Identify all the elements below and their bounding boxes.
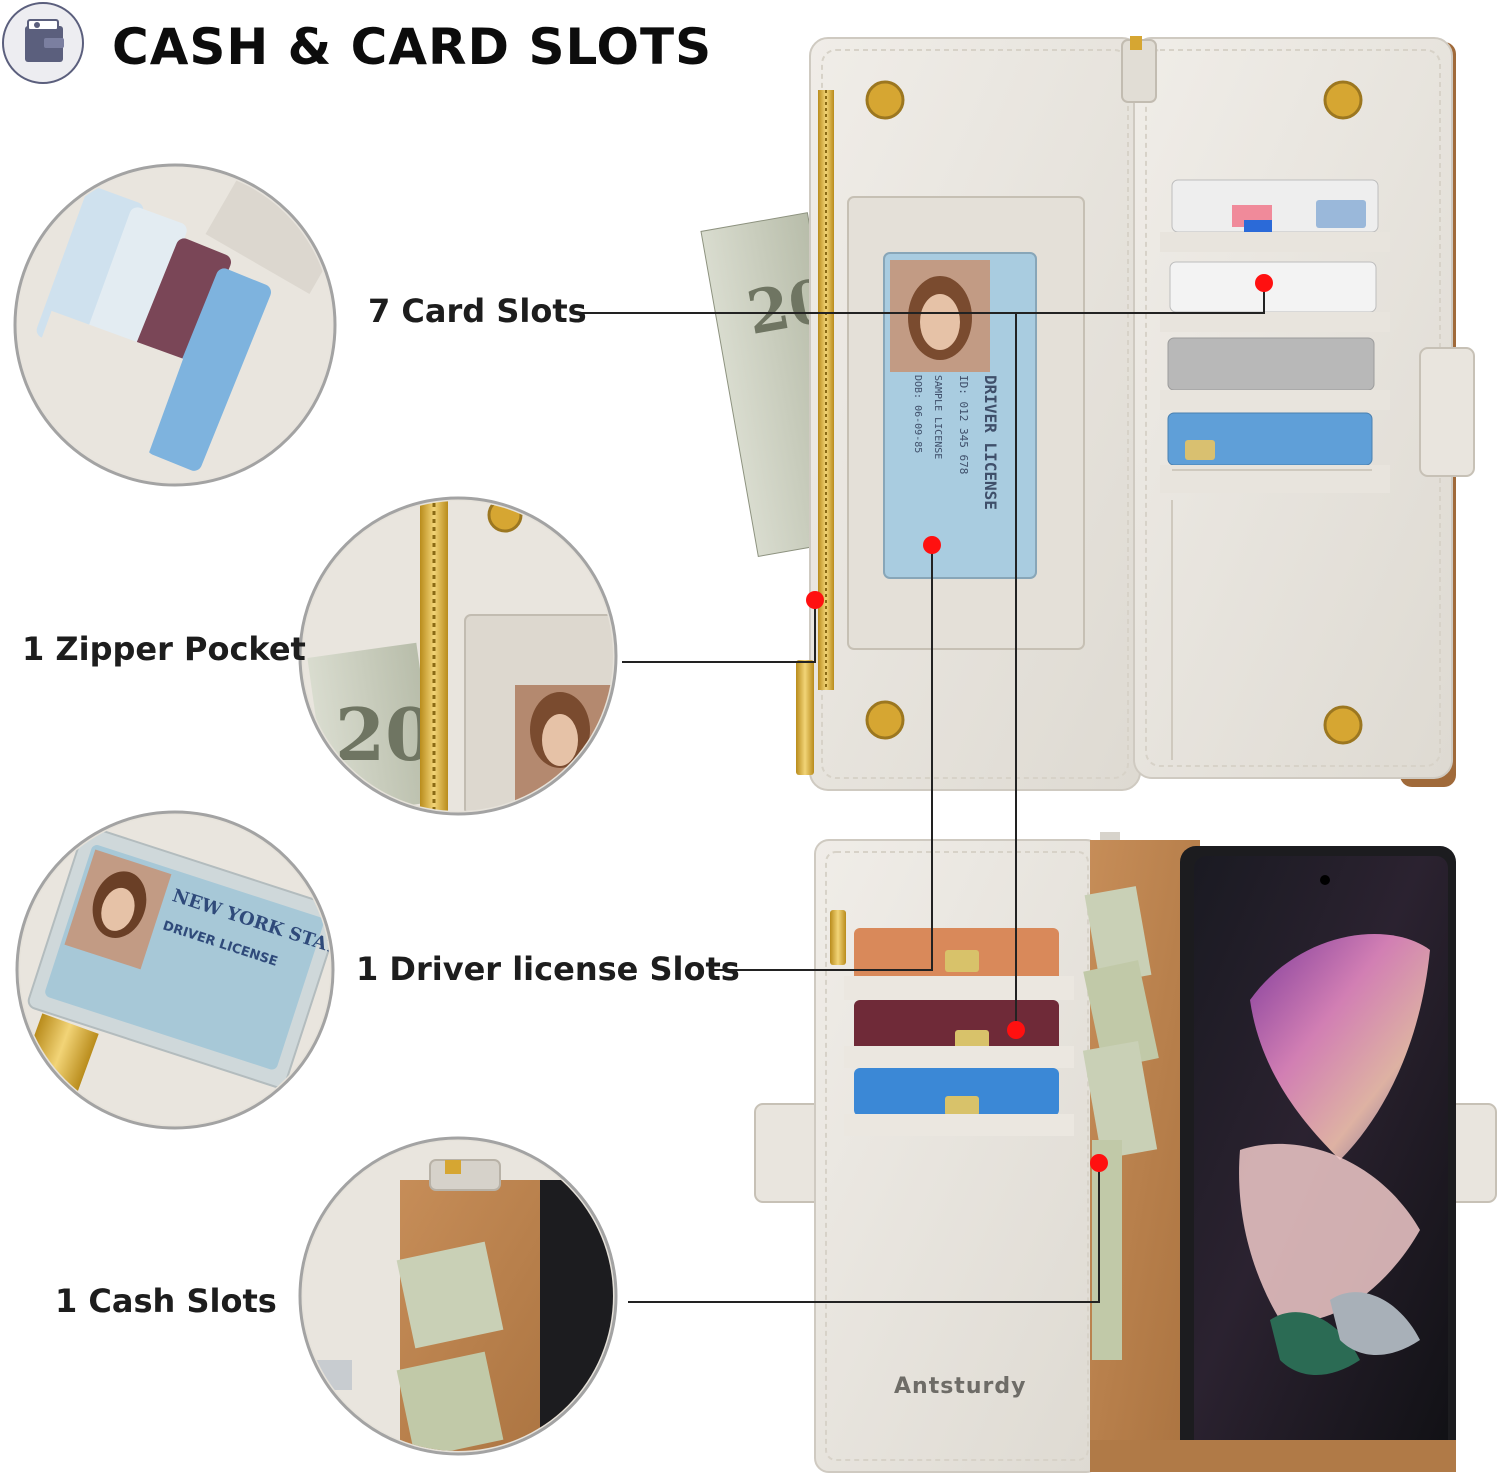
svg-text:ID: 012 345 678: ID: 012 345 678 — [957, 375, 970, 474]
svg-text:DRIVER LICENSE: DRIVER LICENSE — [981, 375, 1000, 510]
svg-text:DOB: 06-09-85: DOB: 06-09-85 — [912, 375, 923, 453]
svg-text:20: 20 — [335, 692, 435, 777]
svg-text:SAMPLE LICENSE: SAMPLE LICENSE — [932, 375, 943, 459]
brand-logo-text: Antsturdy — [894, 1374, 1027, 1399]
wallet-icon — [2, 2, 84, 84]
callout-license-slot: 1 Driver license Slots — [356, 950, 740, 988]
callout-card-slots: 7 Card Slots — [368, 292, 587, 330]
page-title: CASH & CARD SLOTS — [112, 18, 713, 76]
callout-zipper-pocket: 1 Zipper Pocket — [22, 630, 306, 668]
callout-cash-slot: 1 Cash Slots — [55, 1282, 277, 1320]
